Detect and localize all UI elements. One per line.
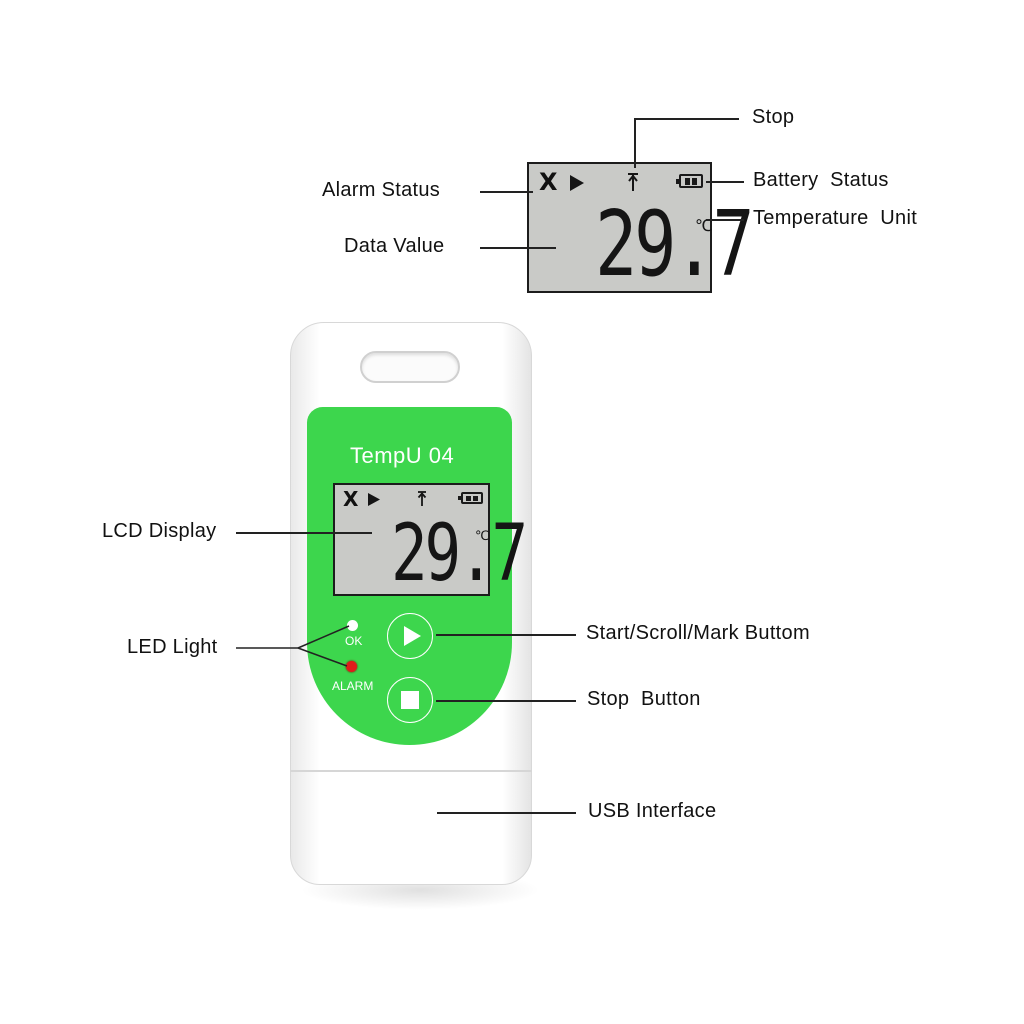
lcd-display: X 29.7 ℃ (333, 483, 528, 596)
lanyard-slot (360, 351, 460, 383)
start-scroll-mark-button[interactable] (387, 613, 433, 659)
data-value-display: 29.7 (595, 192, 755, 297)
lcd-detail: X 29.7 ℃ (527, 162, 755, 293)
start-button-label: Start/Scroll/Mark Buttom (586, 622, 810, 644)
alarm-status-mark: X (539, 168, 558, 196)
temperature-unit-label: Temperature Unit (753, 207, 918, 229)
data-value-display: 29.7 (391, 509, 528, 599)
usb-interface-label: USB Interface (588, 800, 717, 822)
battery-status-leader (706, 181, 744, 183)
alarm-status-mark: X (343, 487, 359, 511)
stop-icon (401, 691, 419, 709)
alarm-status-label: Alarm Status (322, 179, 441, 201)
led-alarm-label: ALARM (332, 679, 374, 693)
stop-status-icon (628, 173, 638, 191)
led-alarm (346, 661, 357, 672)
play-icon (404, 626, 421, 646)
temperature-unit-leader (706, 219, 744, 221)
stop-button-leader (436, 700, 576, 702)
temperature-unit-display: ℃ (695, 216, 713, 235)
battery-icon (458, 492, 483, 504)
battery-icon (676, 174, 703, 188)
usb-cap-seam (290, 770, 532, 772)
temperature-unit-display: ℃ (475, 529, 490, 544)
stop-leader-vertical (634, 118, 636, 168)
lcd-display-leader (236, 532, 372, 534)
led-light-leader (236, 625, 350, 667)
lcd-display-label: LCD Display (102, 520, 217, 542)
stop-leader (634, 118, 739, 120)
stop-status-icon (417, 491, 427, 506)
stop-button-label: Stop Button (587, 688, 701, 710)
stop-label: Stop (752, 106, 795, 128)
battery-status-label: Battery Status (753, 169, 889, 191)
led-ok-label: OK (345, 634, 363, 648)
play-status-icon (570, 175, 584, 191)
led-ok (347, 620, 358, 631)
start-button-leader (436, 634, 576, 636)
data-value-leader (480, 247, 556, 249)
alarm-status-leader (480, 191, 533, 193)
led-light-label: LED Light (127, 636, 218, 658)
play-status-icon (368, 493, 380, 506)
stop-button[interactable] (387, 677, 433, 723)
brand-name: TempU 04 (350, 443, 455, 468)
data-value-label: Data Value (344, 235, 445, 257)
usb-interface-leader (437, 812, 576, 814)
